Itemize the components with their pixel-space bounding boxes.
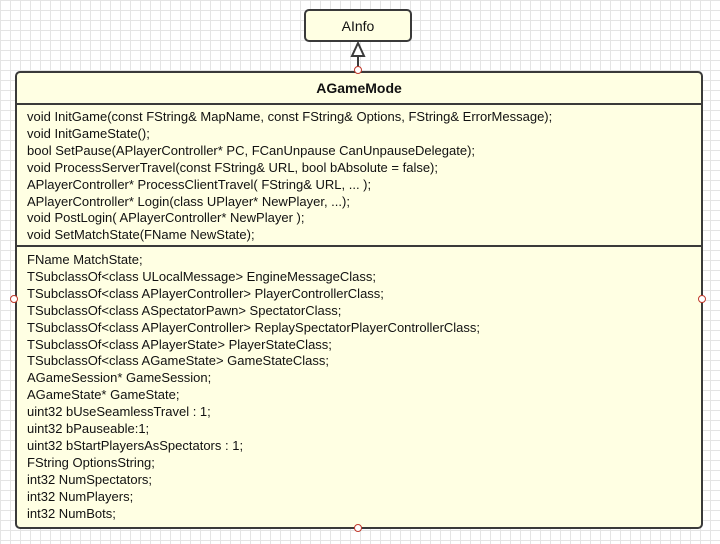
attribute-line: AGameState* GameState; bbox=[27, 387, 180, 403]
connection-handle-right[interactable] bbox=[698, 295, 706, 303]
attribute-line: TSubclassOf<class ULocalMessage> EngineM… bbox=[27, 268, 377, 284]
attribute-line: FString OptionsString; bbox=[27, 454, 155, 470]
method-line: void InitGame(const FString& MapName, co… bbox=[27, 109, 553, 124]
attributes-compartment: FName MatchState; TSubclassOf<class ULoc… bbox=[17, 247, 701, 523]
connection-handle-left[interactable] bbox=[10, 295, 18, 303]
method-line: void ProcessServerTravel(const FString& … bbox=[27, 159, 438, 175]
method-line: void PostLogin( APlayerController* NewPl… bbox=[27, 210, 305, 226]
parent-class-box[interactable]: AInfo bbox=[304, 9, 412, 42]
attribute-line: uint32 bUseSeamlessTravel : 1; bbox=[27, 404, 211, 420]
attribute-line: uint32 bStartPlayersAsSpectators : 1; bbox=[27, 437, 244, 453]
attribute-line: int32 NumSpectators; bbox=[27, 471, 153, 487]
method-line: APlayerController* Login(class UPlayer* … bbox=[27, 193, 350, 209]
connection-handle-bottom[interactable] bbox=[354, 524, 362, 532]
inheritance-arrowhead bbox=[350, 40, 366, 57]
class-box[interactable]: AGameMode void InitGame(const FString& M… bbox=[15, 71, 703, 529]
method-line: bool SetPause(APlayerController* PC, FCa… bbox=[27, 142, 476, 158]
attribute-line: int32 NumBots; bbox=[27, 505, 116, 521]
attribute-line: TSubclassOf<class ASpectatorPawn> Specta… bbox=[27, 302, 342, 318]
attribute-line: TSubclassOf<class APlayerController> Rep… bbox=[27, 319, 481, 335]
attribute-line: TSubclassOf<class APlayerController> Pla… bbox=[27, 285, 384, 301]
attribute-line: AGameSession* GameSession; bbox=[27, 370, 212, 386]
attribute-line: uint32 bPauseable:1; bbox=[27, 421, 150, 437]
connection-handle-top[interactable] bbox=[354, 66, 362, 74]
method-line: void InitGameState(); bbox=[27, 125, 150, 141]
parent-class-name: AInfo bbox=[341, 17, 375, 34]
methods-compartment: void InitGame(const FString& MapName, co… bbox=[17, 105, 701, 247]
attribute-line: int32 NumPlayers; bbox=[27, 488, 134, 504]
method-line: void SetMatchState(FName NewState); bbox=[27, 227, 255, 243]
attribute-line: TSubclassOf<class AGameState> GameStateC… bbox=[27, 353, 330, 369]
method-line: APlayerController* ProcessClientTravel( … bbox=[27, 176, 372, 192]
attribute-line: TSubclassOf<class APlayerState> PlayerSt… bbox=[27, 336, 332, 352]
class-name: AGameMode bbox=[17, 73, 701, 105]
attribute-line: FName MatchState; bbox=[27, 252, 143, 267]
